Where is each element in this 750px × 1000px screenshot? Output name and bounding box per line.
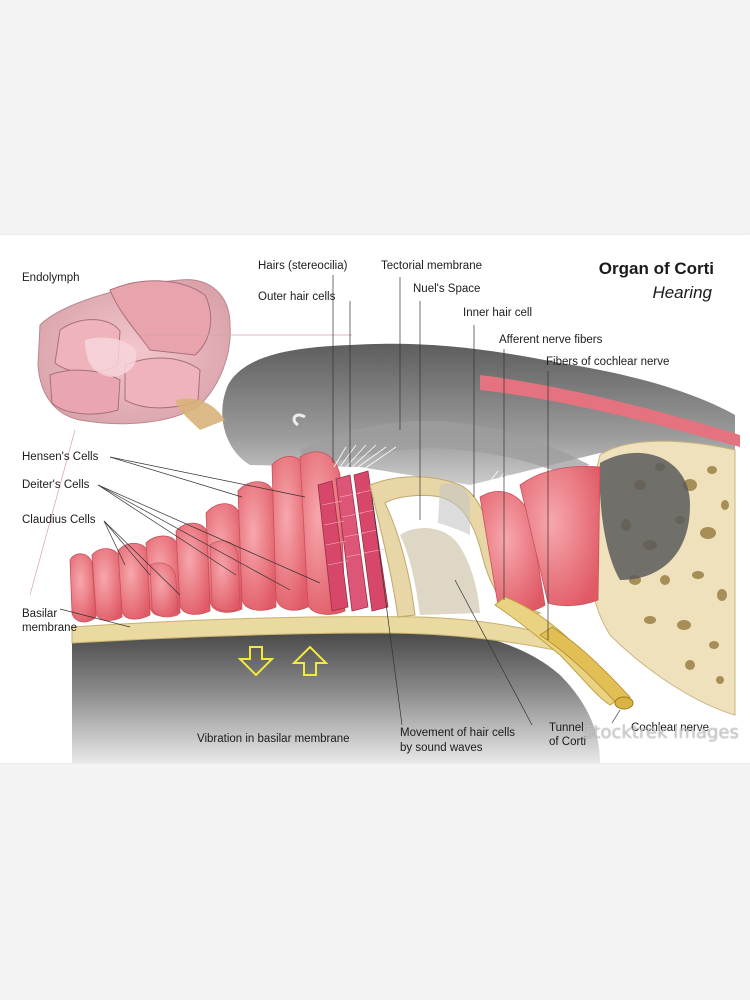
label-stereocilia: Hairs (stereocilia) xyxy=(258,260,348,272)
reissners-membrane-strip xyxy=(480,375,740,447)
label-tectorial-membrane: Tectorial membrane xyxy=(381,260,482,272)
label-tunnel-line1: Tunnel xyxy=(549,722,584,734)
tectorial-membrane-shape xyxy=(300,420,590,473)
label-movement-line1: Movement of hair cells xyxy=(400,727,516,739)
label-outer-hair-cells: Outer hair cells xyxy=(258,291,336,303)
diagram-subtitle: Hearing xyxy=(652,283,712,302)
tectorial-hook xyxy=(292,413,306,427)
nuels-space xyxy=(438,483,470,535)
label-basilar-line1: Basilar xyxy=(22,608,58,620)
spiral-limbus-cavity xyxy=(599,452,690,580)
claudius-cells xyxy=(69,456,309,623)
watermark: Stocktrek Images xyxy=(582,722,739,743)
anatomy-illustration xyxy=(29,275,740,763)
label-nuels-space: Nuel's Space xyxy=(413,283,481,295)
label-cochlear-nerve-fibers: Fibers of cochlear nerve xyxy=(546,356,670,368)
label-cochlear-nerve: Cochlear nerve xyxy=(631,722,709,734)
outer-hair-cell-group xyxy=(317,470,389,612)
label-afferent-nerve-fibers: Afferent nerve fibers xyxy=(499,334,603,346)
label-tunnel-line2: of Corti xyxy=(549,736,587,748)
tunnel-of-corti-space xyxy=(400,528,480,615)
label-endolymph: Endolymph xyxy=(22,272,80,284)
scala-tympani-gray-region xyxy=(72,622,600,763)
hair-cell-striations xyxy=(321,488,385,566)
label-claudius-cells: Claudius Cells xyxy=(22,514,96,526)
poster: Organ of Corti Hearing Endolymph Hairs (… xyxy=(0,235,750,763)
cochlear-nerve-bundle xyxy=(539,626,631,706)
diagram-title: Organ of Corti xyxy=(598,259,714,278)
cochlear-nerve-end xyxy=(614,696,634,710)
inner-sulcus-cells xyxy=(519,465,601,607)
leader-lines xyxy=(29,275,621,726)
cochlea-inset xyxy=(37,279,231,430)
label-vibration: Vibration in basilar membrane xyxy=(197,733,350,745)
label-hensens-cells: Hensen's Cells xyxy=(22,451,99,463)
up-arrow-icon xyxy=(291,645,329,676)
label-inner-hair-cell: Inner hair cell xyxy=(463,307,533,319)
label-basilar-line2: membrane xyxy=(22,622,77,634)
label-movement-line2: by sound waves xyxy=(400,742,483,754)
down-arrow-icon xyxy=(237,646,275,677)
label-deiters-cells: Deiter's Cells xyxy=(22,479,90,491)
